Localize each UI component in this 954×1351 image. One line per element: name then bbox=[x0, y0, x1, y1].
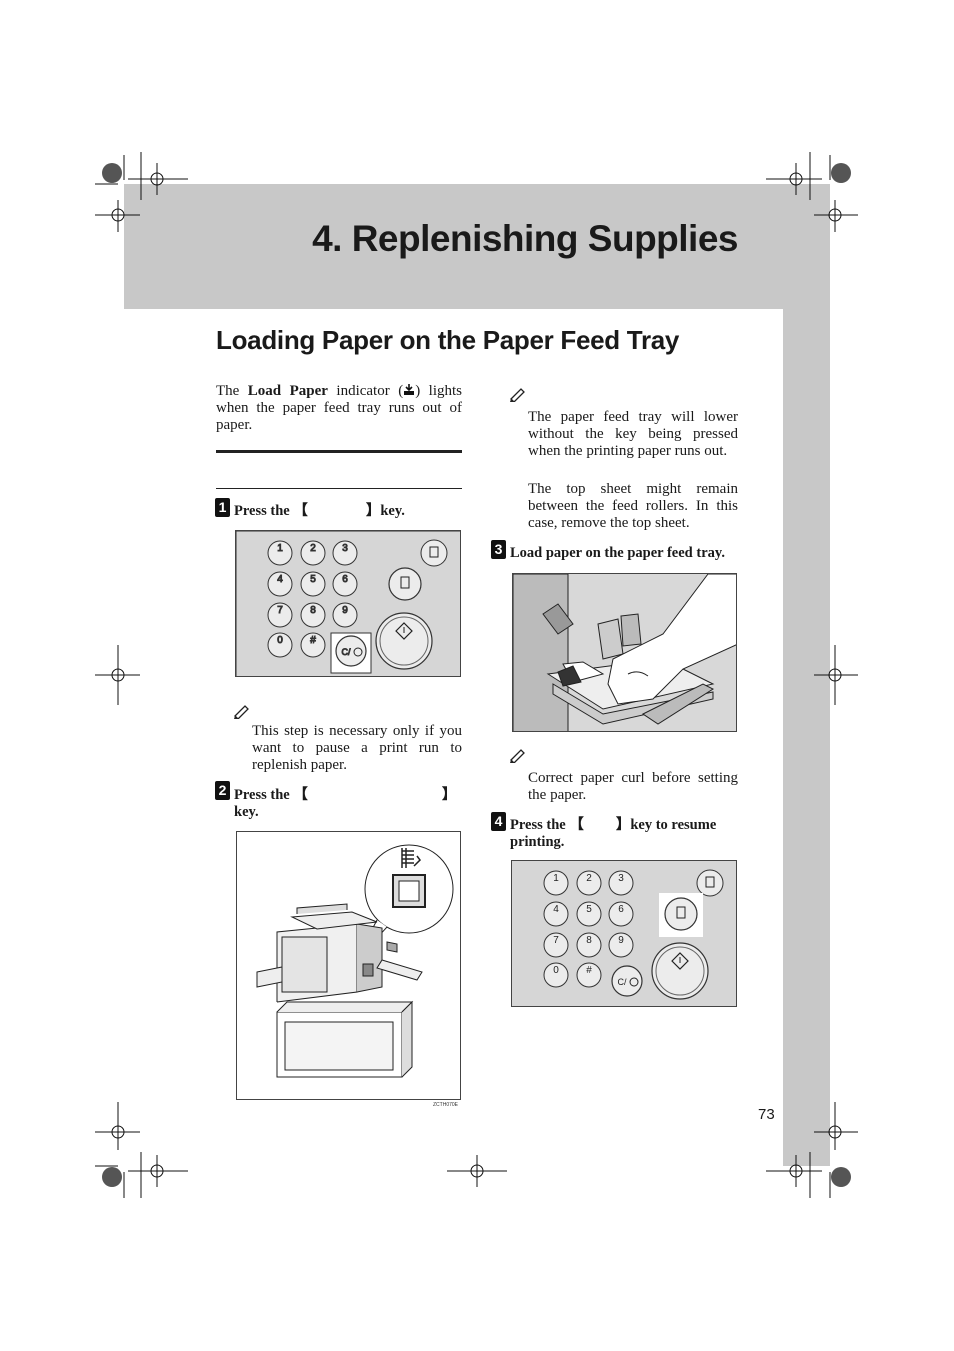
keypad-key-label: 4 bbox=[277, 574, 283, 585]
section-rule-thin bbox=[216, 488, 462, 489]
step-1-number: 1 bbox=[215, 498, 230, 517]
keypad-key-label: 6 bbox=[342, 574, 348, 585]
keypad-key-label: 8 bbox=[310, 605, 316, 616]
step-2-prefix: Press the bbox=[234, 787, 294, 803]
step-4-text: Press the 【 】key to resume printing. bbox=[510, 817, 740, 851]
step-4-suffix: key to resume bbox=[630, 817, 717, 833]
step-1-bracket-open: 【 bbox=[293, 503, 308, 519]
chapter-title: 4. Replenishing Supplies bbox=[312, 218, 738, 259]
step-4-line2: printing. bbox=[510, 834, 565, 850]
paper-loading-figure bbox=[512, 573, 737, 732]
keypad-key-label: 2 bbox=[586, 873, 592, 884]
load-paper-icon bbox=[404, 384, 415, 395]
keypad-key-label: 4 bbox=[553, 904, 559, 915]
duplicator-machine-illustration bbox=[256, 844, 454, 1078]
right-note-1a: The paper feed tray will lower without t… bbox=[528, 409, 738, 459]
paper-tray-illustration bbox=[513, 574, 736, 731]
keypad-key-label: 9 bbox=[618, 935, 624, 946]
keypad-figure-1: 1 2 3 4 5 6 7 8 9 0 # C/ bbox=[235, 530, 461, 677]
side-band bbox=[783, 309, 830, 1166]
keypad-key-label: 3 bbox=[342, 543, 348, 554]
intro-bold: Load Paper bbox=[247, 383, 328, 399]
section-title: Loading Paper on the Paper Feed Tray bbox=[216, 325, 680, 355]
step-4-bracket-open: 【 bbox=[569, 817, 584, 833]
right-note-1b: The top sheet might remain between the f… bbox=[528, 481, 738, 531]
step-3-number: 3 bbox=[491, 540, 506, 559]
keypad-figure-2: 1 2 3 4 5 6 7 8 9 0 # C/ bbox=[511, 860, 737, 1007]
note-pencil-icon bbox=[510, 388, 525, 402]
machine-figure bbox=[236, 831, 461, 1100]
step-1-suffix: key. bbox=[380, 503, 405, 519]
keypad-key-label: # bbox=[586, 965, 592, 976]
step-2-suffix: key. bbox=[234, 804, 259, 820]
step-4-bracket-close: 】 bbox=[615, 817, 631, 833]
step-2-bracket-close: 】 bbox=[441, 787, 457, 803]
keypad-key-label: 0 bbox=[277, 635, 283, 646]
step-4-prefix: Press the bbox=[510, 817, 570, 833]
keypad-key-label: 7 bbox=[553, 935, 559, 946]
step-2-number: 2 bbox=[215, 781, 230, 800]
step-1-prefix: Press the bbox=[234, 503, 294, 519]
keypad-key-label: 3 bbox=[618, 873, 624, 884]
keypad-key-label: 1 bbox=[553, 873, 559, 884]
note-pencil-icon bbox=[234, 705, 249, 719]
step-3-note: Correct paper curl before setting the pa… bbox=[528, 770, 738, 803]
page-number: 73 bbox=[758, 1106, 775, 1123]
step-1-bracket-close: 】 bbox=[365, 503, 381, 519]
intro-text-2: indicator ( bbox=[327, 383, 404, 399]
keypad-key-label: 5 bbox=[586, 904, 592, 915]
keypad-key-label: 1 bbox=[277, 543, 283, 554]
intro-text-3: ) lights when the paper feed tray runs o… bbox=[216, 383, 462, 433]
intro-paragraph: The Load Paper indicator () lights when … bbox=[216, 383, 462, 434]
step-1-text: Press the 【 】key. bbox=[234, 503, 464, 520]
note-pencil-icon bbox=[510, 749, 525, 763]
step-1-note: This step is necessary only if you want … bbox=[252, 723, 462, 773]
step-3-text: Load paper on the paper feed tray. bbox=[510, 545, 725, 561]
section-rule-thick bbox=[216, 450, 462, 453]
intro-text-1: The bbox=[216, 383, 248, 399]
keypad-key-label: 2 bbox=[310, 543, 316, 554]
figure-code: ZCTH070E bbox=[433, 1102, 459, 1108]
step-2-text: Press the 【 】 key. bbox=[234, 787, 464, 821]
clear-key-label: C/ bbox=[618, 977, 627, 987]
step-4-number: 4 bbox=[491, 812, 506, 831]
keypad-key-label: 5 bbox=[310, 574, 316, 585]
keypad-key-label: 9 bbox=[342, 605, 348, 616]
keypad-key-label: 8 bbox=[586, 935, 592, 946]
keypad-key-label: 0 bbox=[553, 965, 559, 976]
keypad-illustration: 1 2 3 4 5 6 7 8 9 0 # C/ bbox=[512, 861, 736, 1006]
keypad-key-label: 6 bbox=[618, 904, 624, 915]
step-2-bracket-open: 【 bbox=[293, 787, 308, 803]
keypad-key-label: # bbox=[310, 635, 316, 646]
keypad-illustration: 1 2 3 4 5 6 7 8 9 0 # C/ bbox=[236, 531, 460, 676]
keypad-key-label: 7 bbox=[277, 605, 283, 616]
clear-key-label: C/ bbox=[342, 647, 351, 657]
chapter-header-band bbox=[124, 184, 830, 309]
